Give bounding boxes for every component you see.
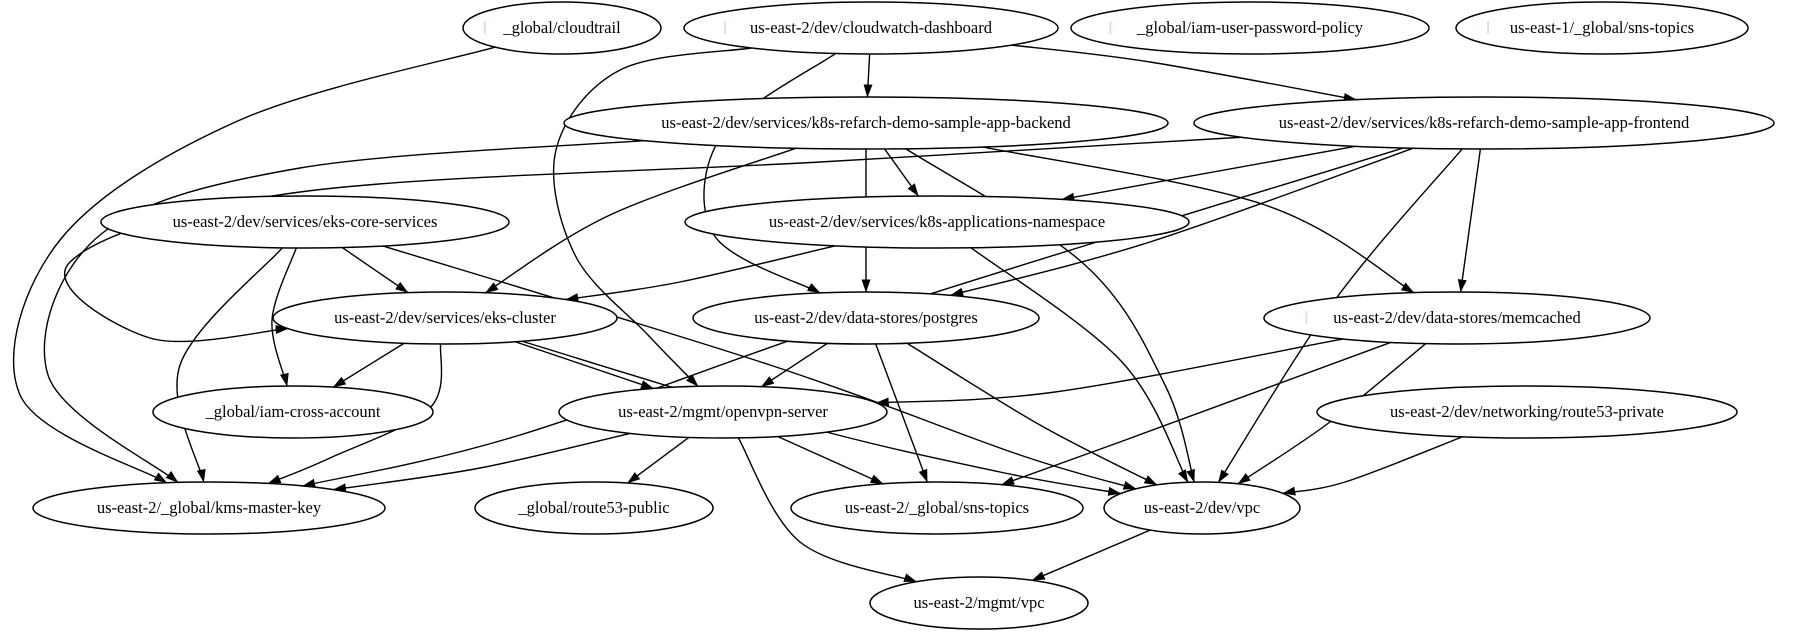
node-ellipse-dev-vpc	[1103, 481, 1301, 535]
edge-cloudtrail-to-kms-master-key	[12, 46, 496, 484]
edge-cloudwatch-dashboard-to-backend	[863, 53, 873, 98]
edge-openvpn-server-to-sns-topics	[777, 435, 884, 485]
node-label-openvpn-server: us-east-2/mgmt/openvpn-server	[618, 402, 828, 421]
edge-cloudwatch-dashboard-to-openvpn-server	[552, 47, 752, 387]
edge-openvpn-server-to-mgmt-vpc	[737, 437, 917, 583]
edge-frontend-to-k8s-applications-namespace	[1061, 145, 1356, 202]
node-label-dev-vpc: us-east-2/dev/vpc	[1144, 498, 1260, 517]
edge-openvpn-server-to-kms-master-key	[333, 432, 631, 493]
node-ellipse-postgres	[692, 291, 1040, 345]
node-label-kms-master-key: us-east-2/_global/kms-master-key	[97, 498, 322, 517]
node-eks-cluster: us-east-2/dev/services/eks-cluster	[272, 291, 618, 345]
edge-memcached-to-dev-vpc	[1237, 343, 1427, 485]
node-frontend: us-east-2/dev/services/k8s-refarch-demo-…	[1193, 96, 1775, 150]
node-memcached: us-east-2/dev/data-stores/memcached	[1263, 291, 1651, 345]
node-label-eks-core-services: us-east-2/dev/services/eks-core-services	[173, 212, 438, 231]
node-ellipse-eks-cluster	[272, 291, 618, 345]
node-label-k8s-applications-namespace: us-east-2/dev/services/k8s-applications-…	[769, 212, 1105, 231]
edge-eks-core-services-to-dev-vpc	[382, 245, 1137, 490]
node-label-memcached: us-east-2/dev/data-stores/memcached	[1333, 308, 1581, 327]
node-label-frontend: us-east-2/dev/services/k8s-refarch-demo-…	[1279, 113, 1690, 132]
node-route53-public: _global/route53-public	[474, 481, 714, 535]
node-ellipse-frontend	[1193, 96, 1775, 150]
node-label-iam-cross-account: _global/iam-cross-account	[204, 402, 380, 421]
node-iam-user-password-policy: _global/iam-user-password-policy	[1070, 1, 1430, 55]
edge-eks-core-services-to-eks-cluster	[341, 246, 409, 294]
edge-postgres-to-openvpn-server	[761, 342, 828, 388]
dependency-nodes: _global/cloudtrail us-east-2/dev/cloudwat…	[32, 1, 1775, 630]
edge-dev-vpc-to-mgmt-vpc	[1031, 529, 1151, 581]
node-kms-master-key: us-east-2/_global/kms-master-key	[32, 481, 386, 535]
node-label-eks-cluster: us-east-2/dev/services/eks-cluster	[334, 308, 556, 327]
edge-k8s-applications-namespace-to-dev-vpc	[970, 247, 1189, 483]
edge-openvpn-server-to-route53-public	[627, 436, 690, 484]
node-k8s-applications-namespace: us-east-2/dev/services/k8s-applications-…	[684, 195, 1190, 249]
edge-memcached-to-sns-topics	[1001, 341, 1391, 486]
edge-k8s-applications-namespace-to-eks-cluster	[565, 245, 836, 303]
node-ellipse-sns-topics	[790, 481, 1084, 535]
edge-frontend-to-postgres	[950, 147, 1414, 297]
edge-memcached-to-openvpn-server	[875, 338, 1344, 407]
node-ellipse-mgmt-vpc	[869, 576, 1089, 630]
node-eks-core-services: us-east-2/dev/services/eks-core-services	[100, 195, 510, 249]
node-route53-private: us-east-2/dev/networking/route53-private	[1316, 385, 1738, 439]
edge-backend-to-eks-cluster	[485, 147, 796, 294]
edge-cloudwatch-dashboard-to-frontend	[1011, 44, 1357, 102]
node-label-route53-private: us-east-2/dev/networking/route53-private	[1390, 402, 1664, 421]
node-label-mgmt-vpc: us-east-2/mgmt/vpc	[913, 593, 1044, 612]
edge-cloudwatch-dashboard-to-postgres	[703, 52, 836, 294]
node-label-cloudwatch-dashboard: us-east-2/dev/cloudwatch-dashboard	[750, 18, 993, 37]
edge-backend-to-memcached	[982, 146, 1415, 294]
node-ellipse-route53-private	[1316, 385, 1738, 439]
node-sns-topics: us-east-2/_global/sns-topics	[790, 481, 1084, 535]
node-ellipse-iam-cross-account	[152, 385, 434, 439]
node-label-sns-topics: us-east-2/_global/sns-topics	[845, 498, 1029, 517]
edge-eks-cluster-to-dev-vpc	[521, 340, 1122, 496]
edge-postgres-to-dev-vpc	[906, 342, 1158, 486]
node-label-us-east-1-sns-topics: us-east-1/_global/sns-topics	[1510, 18, 1694, 37]
node-cloudwatch-dashboard: us-east-2/dev/cloudwatch-dashboard	[683, 1, 1059, 55]
edge-postgres-to-sns-topics	[875, 343, 928, 483]
node-ellipse-route53-public	[474, 481, 714, 535]
edge-backend-to-dev-vpc	[905, 148, 1195, 483]
node-ellipse-backend	[563, 96, 1169, 150]
edge-frontend-to-memcached	[1457, 148, 1482, 293]
node-ellipse-kms-master-key	[32, 481, 386, 535]
node-ellipse-memcached	[1263, 291, 1651, 345]
node-openvpn-server: us-east-2/mgmt/openvpn-server	[558, 385, 888, 439]
node-label-iam-user-password-policy: _global/iam-user-password-policy	[1136, 18, 1364, 37]
node-ellipse-cloudwatch-dashboard	[683, 1, 1059, 55]
node-cloudtrail: _global/cloudtrail	[462, 1, 662, 55]
edge-eks-core-services-to-kms-master-key	[176, 247, 283, 483]
node-us-east-1-sns-topics: us-east-1/_global/sns-topics	[1455, 1, 1749, 55]
edge-route53-private-to-dev-vpc	[1282, 436, 1463, 496]
node-label-backend: us-east-2/dev/services/k8s-refarch-demo-…	[661, 113, 1071, 132]
node-mgmt-vpc: us-east-2/mgmt/vpc	[869, 576, 1089, 630]
node-ellipse-k8s-applications-namespace	[684, 195, 1190, 249]
node-label-route53-public: _global/route53-public	[517, 498, 669, 517]
node-ellipse-iam-user-password-policy	[1070, 1, 1430, 55]
edge-frontend-to-eks-cluster	[63, 136, 1242, 343]
edge-frontend-to-kms-master-key	[302, 147, 1404, 488]
node-label-cloudtrail: _global/cloudtrail	[502, 18, 621, 37]
node-iam-cross-account: _global/iam-cross-account	[152, 385, 434, 439]
edge-eks-cluster-to-openvpn-server	[514, 341, 654, 390]
node-postgres: us-east-2/dev/data-stores/postgres	[692, 291, 1040, 345]
edge-eks-cluster-to-iam-cross-account	[332, 342, 405, 388]
edge-eks-core-services-to-iam-cross-account	[271, 247, 297, 387]
node-ellipse-eks-core-services	[100, 195, 510, 249]
dependency-edges	[12, 44, 1482, 583]
node-ellipse-us-east-1-sns-topics	[1455, 1, 1749, 55]
edge-backend-to-k8s-applications-namespace	[884, 148, 919, 197]
node-dev-vpc: us-east-2/dev/vpc	[1103, 481, 1301, 535]
node-label-postgres: us-east-2/dev/data-stores/postgres	[754, 308, 978, 327]
edge-eks-cluster-to-kms-master-key	[267, 343, 443, 485]
node-ellipse-cloudtrail	[462, 1, 662, 55]
node-backend: us-east-2/dev/services/k8s-refarch-demo-…	[563, 96, 1169, 150]
node-ellipse-openvpn-server	[558, 385, 888, 439]
